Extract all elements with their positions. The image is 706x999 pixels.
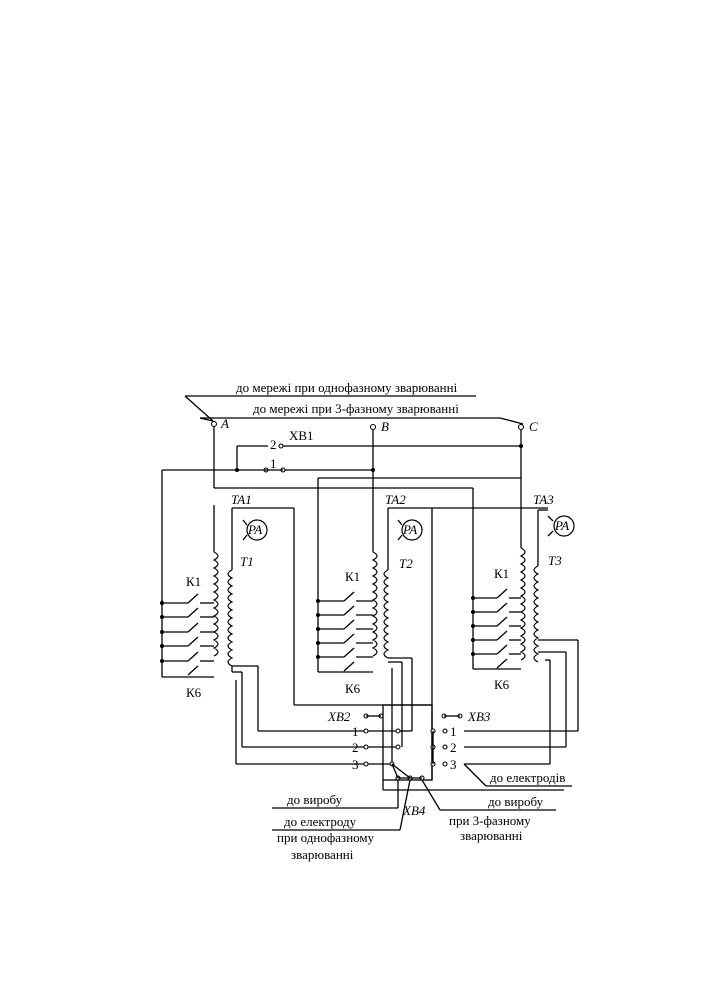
transformer-unit-1: TA1 PA T1 К1 К6: [160, 492, 432, 765]
label-k1-unit2: К1: [345, 569, 360, 584]
label-xb1: XB1: [289, 428, 314, 443]
label-single-phase-1: при однофазному: [277, 830, 375, 845]
phase-terminals: A B C: [210, 416, 538, 434]
label-phase-c: C: [529, 419, 538, 434]
label-k1-unit1: К1: [186, 574, 201, 589]
label-pa2: PA: [402, 522, 417, 537]
label-to-workpiece-left: до виробу: [287, 792, 343, 807]
label-xb2-pos2: 2: [352, 740, 359, 755]
supply-wiring: 2 XB1 1: [161, 427, 523, 605]
label-xb4: XB4: [402, 803, 426, 818]
terminal-c: [517, 423, 525, 431]
label-xb2: XB2: [327, 709, 351, 724]
label-phase-a: A: [220, 416, 229, 431]
label-xb2-pos3: 3: [352, 757, 359, 772]
switch-box: XB2 XB3 1 2 3 1 2 3: [327, 704, 491, 781]
label-to-electrode: до електроду: [284, 814, 357, 829]
label-pa3: PA: [554, 518, 569, 533]
label-t3: T3: [548, 553, 562, 568]
terminal-a: [210, 420, 218, 428]
label-t1: T1: [240, 554, 254, 569]
label-ta2: TA2: [385, 492, 406, 507]
tap-switches-unit3: [471, 588, 521, 670]
terminal-b: [369, 423, 377, 431]
label-net-single: до мережі при однофазному зварюванні: [236, 380, 458, 395]
label-ta3: TA3: [533, 492, 554, 507]
label-ta1: TA1: [231, 492, 252, 507]
ammeter-pa1: [246, 519, 268, 541]
transformer-unit-2: TA2 PA T2 К1 К6: [316, 475, 548, 780]
ammeter-pa2: [401, 519, 423, 541]
label-xb3-pos3: 3: [450, 757, 457, 772]
label-three-phase-2: зварюванні: [460, 828, 523, 843]
ammeter-pa3: [553, 515, 575, 537]
label-k6-unit3: К6: [494, 677, 510, 692]
label-net-three: до мережі при 3-фазному зварюванні: [253, 401, 459, 416]
output-labels: до електродів до виробу до виробу XB4 до…: [272, 763, 572, 862]
label-xb3: XB3: [467, 709, 491, 724]
label-phase-b: B: [381, 419, 389, 434]
tap-switches-unit2: [316, 591, 373, 673]
tap-switches-unit1: [160, 593, 214, 678]
label-pa1: PA: [247, 522, 262, 537]
network-labels: до мережі при однофазному зварюванні до …: [184, 380, 524, 425]
label-three-phase-1: при 3-фазному: [449, 813, 531, 828]
transformer-unit-3: TA3 PA T3 К1 К6: [464, 492, 579, 765]
label-to-workpiece-right: до виробу: [488, 794, 544, 809]
label-xb2-pos1: 1: [352, 724, 359, 739]
label-k1-unit3: К1: [494, 566, 509, 581]
label-k6-unit2: К6: [345, 681, 361, 696]
label-xb1-pos2: 2: [270, 437, 277, 452]
label-to-electrodes: до електродів: [490, 770, 565, 785]
label-xb1-pos1: 1: [270, 456, 277, 471]
label-t2: T2: [399, 556, 413, 571]
label-xb3-pos1: 1: [450, 724, 457, 739]
label-single-phase-2: зварюванні: [291, 847, 354, 862]
label-k6-unit1: К6: [186, 685, 202, 700]
label-xb3-pos2: 2: [450, 740, 457, 755]
